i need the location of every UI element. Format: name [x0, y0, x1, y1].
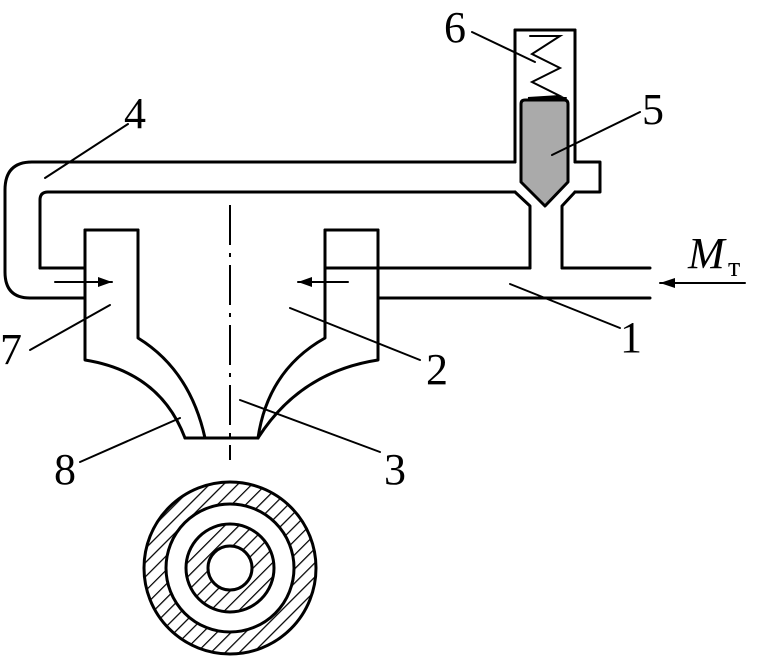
- flow-symbol: M: [687, 229, 727, 278]
- label-6: 6: [444, 3, 466, 52]
- central-channel-left-wall: [136, 228, 207, 440]
- leader-4: [44, 123, 129, 179]
- leader-2: [289, 307, 421, 361]
- valve-needle: [519, 98, 570, 208]
- leader-7: [29, 304, 111, 351]
- valve-housing-right-boss: [573, 160, 602, 194]
- label-2: 2: [426, 345, 448, 394]
- arrow-right-inlet: [297, 277, 349, 287]
- central-channel-right-wall: [256, 266, 327, 440]
- label-1: 1: [620, 313, 642, 362]
- bypass-channel-inner-wall: [38, 190, 517, 270]
- label-7: 7: [0, 325, 22, 374]
- leader-1: [509, 283, 621, 329]
- leader-6: [471, 31, 536, 63]
- nozzle-left-outer-wall: [83, 228, 187, 440]
- label-3: 3: [384, 445, 406, 494]
- label-5: 5: [642, 85, 664, 134]
- leader-5: [551, 111, 641, 156]
- leader-8: [79, 417, 181, 463]
- arrow-fuel-supply: [659, 278, 746, 288]
- leader-3: [239, 399, 381, 453]
- outlet-cross-section: [142, 480, 318, 656]
- label-8: 8: [54, 445, 76, 494]
- bypass-channel-outer-wall: [3, 160, 517, 300]
- flow-subscript: т: [728, 252, 740, 283]
- nozzle-right-outer-wall: [256, 228, 380, 440]
- arrow-left-inlet: [54, 277, 113, 287]
- valve-seat-left: [513, 190, 532, 270]
- valve-seat-right: [560, 190, 577, 270]
- label-4: 4: [124, 89, 146, 138]
- valve-spring: [527, 35, 567, 99]
